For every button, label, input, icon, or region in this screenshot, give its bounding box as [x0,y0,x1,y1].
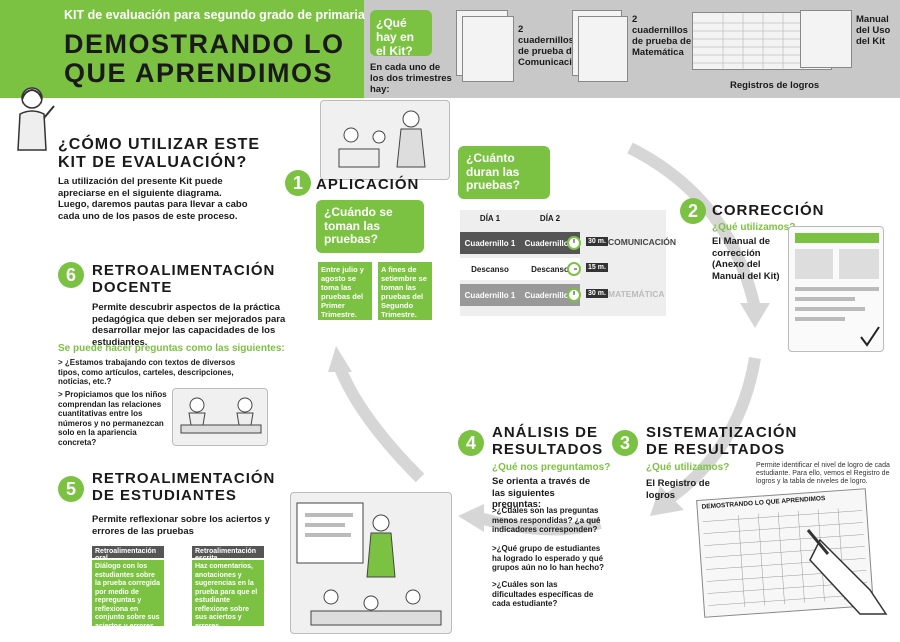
oral-title: Retroalimentación oral [92,546,164,562]
que-hay-bubble: ¿Qué hay en el Kit? [370,10,432,58]
table-header-dia2: DÍA 2 [539,214,561,223]
step3-title-line2: DE RESULTADOS [646,441,786,458]
kit-item-comunicacion: 2 cuadernillos de prueba de Comunicación [518,24,584,68]
table-cell: Descanso [531,265,569,274]
step2-text: El Manual de corrección (Anexo del Manua… [712,236,780,282]
step4-p3: >¿Cuáles son las dificultades específica… [492,580,594,608]
step5-number: 5 [58,476,84,502]
teacher-mascot-icon [17,87,55,151]
step6-question: Se puede hacer preguntas como las siguie… [58,343,285,354]
matematica-booklet-thumb-2 [578,16,628,82]
step2-title: CORRECCIÓN [712,202,825,219]
step5-title: RETROALIMENTACIÓN DE ESTUDIANTES [92,470,275,504]
que-hay-subtitle: En cada uno de los dos trimestres hay: [370,62,452,95]
teacher-at-board-icon [296,502,442,626]
step5-title-line1: RETROALIMENTACIÓN [92,470,276,487]
step6-number: 6 [58,262,84,288]
step4-title: ANÁLISIS DE RESULTADOS [492,424,603,458]
time-badge: 15 m. [586,263,608,272]
hand-pen-icon [806,529,888,615]
intro-title: ¿CÓMO UTILIZAR ESTE KIT DE EVALUACIÓN? [58,136,260,172]
table-row [460,258,580,280]
table-cell: Cuadernillo 2 [524,239,576,248]
step4-title-line2: RESULTADOS [492,441,604,458]
intro-title-line2: KIT DE EVALUACIÓN? [58,154,248,171]
step4-p1: >¿Cuáles son las preguntas menos respond… [492,506,601,534]
step4-question: ¿Qué nos preguntamos? [492,462,611,473]
step1-number: 1 [285,170,311,196]
step6-text: Permite descubrir aspectos de la práctic… [92,302,286,348]
step2-question: ¿Qué utilizamos? [712,222,796,233]
intro-text: La utilización del presente Kit puede ap… [58,176,248,222]
step3-title-line1: SISTEMATIZACIÓN [646,424,798,441]
teachers-meeting-icon [180,397,262,434]
kit-item-matematica: 2 cuadernillos de prueba de Matemática [632,14,692,58]
schedule-table: DÍA 1 DÍA 2 Cuadernillo 1 Cuadernillo 2 … [460,210,676,316]
step3-text: El Registro de logros [646,478,710,501]
step3-note: Permite identificar el nivel de logro de… [756,462,890,485]
kit-item-registro: Registros de logros [730,80,820,91]
table-cell: Cuadernillo 2 [524,291,576,300]
step6-p2: > Propiciamos que los niños comprendan l… [58,390,167,447]
step6-title: RETROALIMENTACIÓN DOCENTE [92,262,275,296]
intro-title-line1: ¿CÓMO UTILIZAR ESTE [58,136,261,153]
teachers-meeting-illustration [172,388,268,446]
kit-title: KIT de evaluación para segundo grado de … [64,8,365,22]
oral-text: Diálogo con los estudiantes sobre la pru… [92,560,164,630]
step1-when-bubble: ¿Cuándo se toman las pruebas? [316,200,424,253]
step3-question: ¿Qué utilizamos? [646,462,730,473]
step1-duration-bubble: ¿Cuánto duran las pruebas? [458,146,550,199]
header-green-band [0,0,364,98]
comunicacion-booklet-thumb-2 [462,16,514,82]
step4-title-line1: ANÁLISIS DE [492,424,599,441]
main-title-line2: QUE APRENDIMOS [64,58,334,88]
written-text: Haz comentarios, anotaciones y sugerenci… [192,560,264,630]
correction-manual-illustration [788,226,884,352]
written-title: Retroalimentación escrita [192,546,264,562]
table-cell: Cuadernillo 1 [464,239,516,248]
step1-box-first: Entre julio y agosto se toma las pruebas… [318,262,372,320]
step1-title: APLICACIÓN [316,176,420,193]
label-matematica: MATEMÁTICA [608,289,665,299]
table-cell: Cuadernillo 1 [464,291,516,300]
table-row [460,284,580,306]
main-title-line1: DEMOSTRANDO LO [64,29,345,59]
table-row [460,232,580,254]
step3-title: SISTEMATIZACIÓN DE RESULTADOS [646,424,797,458]
step3-number: 3 [612,430,638,456]
time-badge: 30 m. [586,237,608,246]
main-title: DEMOSTRANDO LO QUE APRENDIMOS [64,30,345,88]
label-comunicacion: COMUNICACIÓN [608,237,676,247]
step4-text: Se orienta a través de las siguientes pr… [492,476,591,510]
manual-thumb [800,10,852,68]
table-cell: Descanso [471,265,509,274]
classroom-illustration [320,100,450,180]
step5-text: Permite reflexionar sobre los aciertos y… [92,514,270,537]
step1-box-second: A fines de setiembre se toman las prueba… [378,262,432,320]
kit-item-manual: Manual del Uso del Kit [856,14,891,47]
step5-title-line2: DE ESTUDIANTES [92,487,237,504]
step6-p1: > ¿Estamos trabajando con textos de dive… [58,358,236,386]
cycle-arrows [328,142,770,536]
classroom-board-illustration [290,492,452,634]
teacher-students-icon [338,110,426,168]
step4-p2: >¿Qué grupo de estudiantes ha logrado lo… [492,544,604,572]
time-badge: 30 m. [586,289,608,298]
step6-title-line1: RETROALIMENTACIÓN [92,262,276,279]
step4-number: 4 [458,430,484,456]
step2-number: 2 [680,198,706,224]
manual-pages-icon [795,233,880,347]
clock-icons [567,236,581,302]
step6-title-line2: DOCENTE [92,279,173,296]
table-header-dia1: DÍA 1 [479,214,501,223]
